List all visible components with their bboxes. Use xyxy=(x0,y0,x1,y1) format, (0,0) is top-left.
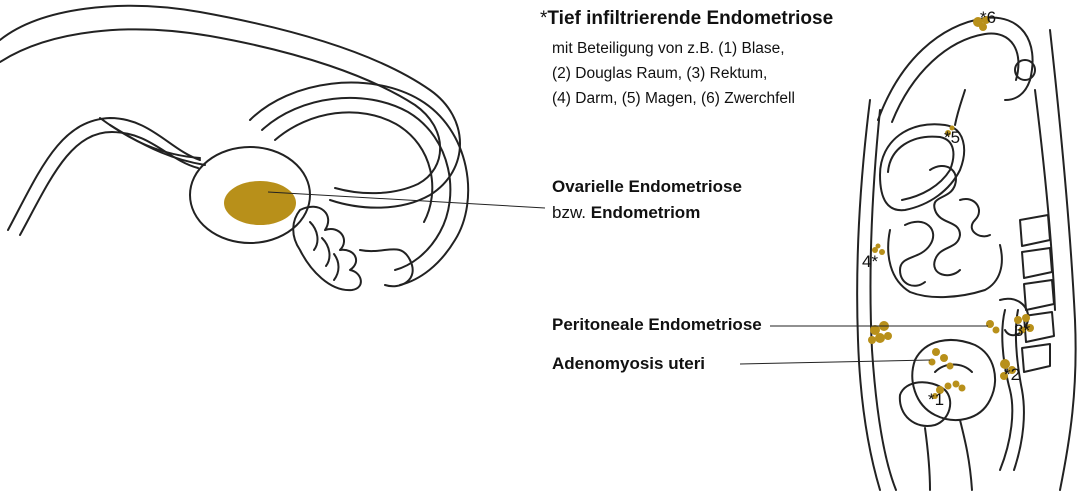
lesion-adenomyosis xyxy=(932,348,940,356)
lesion-peritoneal xyxy=(875,333,885,343)
label-adenomyosis: Adenomyosis uteri xyxy=(552,354,705,374)
diaphragm-inner xyxy=(892,34,1018,122)
legend-title: *Tief infiltrierende Endometriose xyxy=(540,8,833,30)
intestine-loop xyxy=(960,199,990,236)
vagina xyxy=(960,420,972,490)
front-wall-inner xyxy=(870,110,896,490)
lesion-peritoneal xyxy=(993,327,1000,334)
small-intestine xyxy=(930,166,960,275)
marker-2: *2 xyxy=(1004,365,1020,385)
esophagus xyxy=(955,90,965,125)
vertebra xyxy=(1022,344,1050,372)
lesion-bladder xyxy=(959,385,966,392)
label-endometrioma-bold: Endometriom xyxy=(591,203,701,222)
label-endometrioma-prefix: bzw. xyxy=(552,203,591,222)
back-wall xyxy=(1050,30,1076,490)
adenomyosis-pointer-line xyxy=(740,360,930,364)
uterus-cavity xyxy=(935,365,972,373)
legend-title-text: Tief infiltrierende Endometriose xyxy=(547,8,833,29)
marker-1: *1 xyxy=(928,390,944,410)
urethra xyxy=(925,428,930,490)
marker-4: 4* xyxy=(862,252,878,272)
label-ovarian: Ovarielle Endometriose xyxy=(552,177,742,197)
legend-line-3: (4) Darm, (5) Magen, (6) Zwerchfell xyxy=(552,90,795,108)
marker-3: 3* xyxy=(1014,321,1030,341)
vertebra xyxy=(1024,280,1054,310)
lesion-adenomyosis xyxy=(947,363,954,370)
lesion-peritoneal xyxy=(884,332,892,340)
lesion-adenomyosis xyxy=(940,354,948,362)
label-peritoneal: Peritoneale Endometriose xyxy=(552,315,762,335)
lesion-bladder xyxy=(953,381,960,388)
marker-5: *5 xyxy=(944,128,960,148)
vertebra xyxy=(1020,215,1050,246)
diaphragm-outer xyxy=(878,18,1033,120)
back-wall-inner xyxy=(1035,90,1055,310)
legend-line-2: (2) Douglas Raum, (3) Rektum, xyxy=(552,65,767,83)
marker-6: *6 xyxy=(980,8,996,28)
lesion-bowel xyxy=(876,244,881,249)
vertebra xyxy=(1022,248,1052,278)
label-endometrioma: bzw. Endometriom xyxy=(552,203,700,223)
lesion-peritoneal xyxy=(868,336,876,344)
uterus xyxy=(912,340,995,420)
small-intestine xyxy=(900,222,933,286)
large-intestine xyxy=(888,230,1002,297)
lesion-bladder xyxy=(945,383,952,390)
legend-line-1: mit Beteiligung von z.B. (1) Blase, xyxy=(552,40,785,58)
lesion-bowel xyxy=(879,249,885,255)
lesion-peritoneal xyxy=(986,320,994,328)
